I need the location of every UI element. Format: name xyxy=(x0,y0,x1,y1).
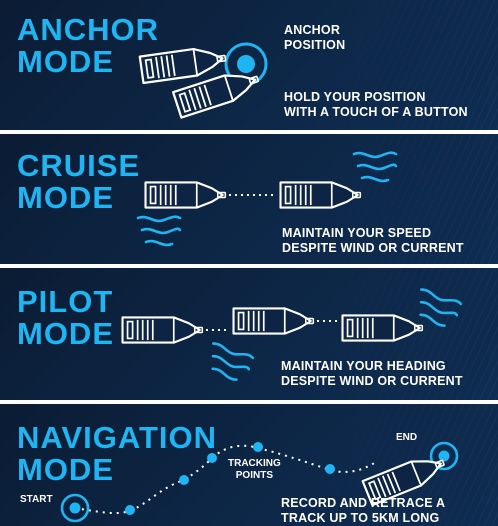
navigation-mode-title: NAVIGATION MODE xyxy=(17,422,217,486)
tracking-point xyxy=(179,475,189,485)
tracking-point xyxy=(125,505,135,515)
cruise-description: MAINTAIN YOUR SPEED DESPITE WIND OR CURR… xyxy=(282,226,464,255)
end-label: END xyxy=(396,432,418,443)
cruise-mode-illustration xyxy=(136,151,398,247)
navigation-title-line1: NAVIGATION xyxy=(17,420,218,455)
navigation-mode-illustration xyxy=(60,441,459,523)
cruise-title-line2: MODE xyxy=(17,180,114,215)
boat-icon xyxy=(341,314,424,342)
wind-icon xyxy=(410,287,463,331)
tracking-point xyxy=(325,464,335,474)
wind-icon xyxy=(202,341,255,385)
pilot-mode-illustration xyxy=(121,287,463,385)
boat-icon xyxy=(121,316,204,344)
tracking-point xyxy=(253,442,263,452)
anchor-description: HOLD YOUR POSITION WITH A TOUCH OF A BUT… xyxy=(284,90,468,119)
anchor-mode-illustration xyxy=(138,42,268,119)
pilot-mode-title: PILOT MODE xyxy=(17,286,114,350)
wind-icon xyxy=(352,151,398,183)
boat-icon xyxy=(232,307,315,335)
pilot-title-line1: PILOT xyxy=(17,284,114,319)
start-target-icon xyxy=(60,493,90,523)
anchor-title-line2: MODE xyxy=(17,44,114,79)
wind-icon xyxy=(136,215,182,247)
navigation-description: RECORD AND RETRACE A TRACK UP TO 5KM LON… xyxy=(281,496,446,525)
navigation-title-line2: MODE xyxy=(17,452,114,487)
tracking-points-label: TRACKING POINTS xyxy=(228,458,281,481)
boat-icon xyxy=(279,181,362,209)
anchor-position-label: ANCHOR POSITION xyxy=(284,23,346,52)
tracking-point xyxy=(207,453,217,463)
anchor-mode-title: ANCHOR MODE xyxy=(17,14,159,78)
cruise-title-line1: CRUISE xyxy=(17,148,141,183)
boat-icon xyxy=(144,181,227,209)
pilot-title-line2: MODE xyxy=(17,316,114,351)
start-label: START xyxy=(20,494,53,505)
anchor-mode-panel: ANCHOR MODE ANCHOR POSITION HOLD YOUR PO… xyxy=(0,0,498,130)
cruise-mode-title: CRUISE MODE xyxy=(17,150,140,214)
pilot-mode-panel: PILOT MODE MAINTAIN YOUR HEADING DESPITE… xyxy=(0,268,498,400)
cruise-mode-panel: CRUISE MODE MAINTAIN YOUR SPEED DESPITE … xyxy=(0,134,498,264)
pilot-description: MAINTAIN YOUR HEADING DESPITE WIND OR CU… xyxy=(281,359,463,388)
navigation-mode-panel: NAVIGATION MODE START END TRACK xyxy=(0,404,498,526)
anchor-title-line1: ANCHOR xyxy=(17,12,160,47)
end-target-icon xyxy=(429,441,459,471)
